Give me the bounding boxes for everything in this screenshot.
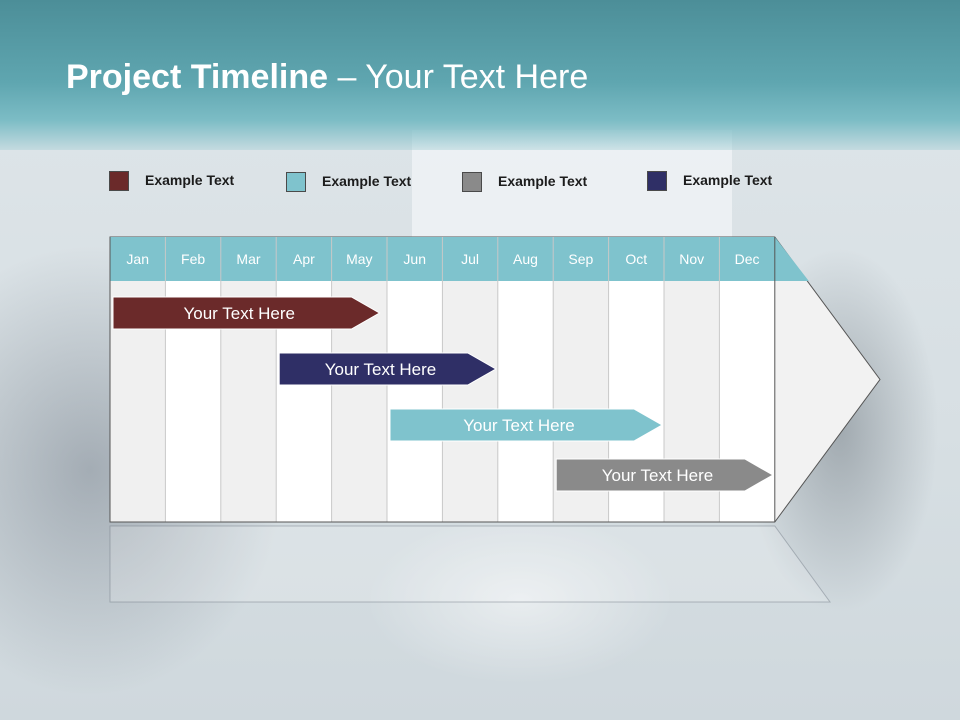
title-rest: – Your Text Here [328, 58, 589, 96]
month-label: Sep [568, 251, 594, 267]
month-label: Jan [126, 251, 149, 267]
legend-swatch [286, 172, 306, 192]
task-bar [389, 408, 664, 442]
task-label: Your Text Here [324, 360, 437, 379]
legend-swatch [647, 171, 667, 191]
month-label: Apr [292, 251, 315, 267]
legend-swatch [109, 171, 129, 191]
legend-label: Example Text [498, 173, 588, 189]
timeline-reflection [109, 525, 831, 603]
month-header-strip [110, 237, 809, 281]
task-label: Your Text Here [463, 416, 575, 435]
month-column [387, 281, 443, 522]
month-label: Nov [679, 251, 705, 267]
month-label: Jun [403, 251, 426, 267]
task-bar [555, 458, 774, 492]
month-column [497, 281, 554, 522]
month-label: Feb [181, 251, 206, 267]
legend-label: Example Text [683, 172, 773, 188]
legend-label: Example Text [322, 173, 412, 189]
month-column [442, 281, 498, 522]
legend-swatch [462, 172, 482, 192]
task-bar [112, 296, 381, 330]
month-label: Oct [625, 251, 648, 267]
month-label: Aug [513, 251, 538, 267]
legend-label: Example Text [145, 172, 235, 188]
task-label: Your Text Here [601, 466, 714, 485]
task-bar [278, 352, 497, 386]
page-title: Project Timeline – Your Text Here [66, 58, 588, 97]
month-label: Dec [734, 251, 760, 267]
month-label: Jul [461, 251, 480, 267]
month-label: Mar [236, 251, 261, 267]
title-bold: Project Timeline [66, 58, 329, 96]
month-label: May [346, 251, 373, 267]
header-band [0, 0, 960, 150]
task-label: Your Text Here [183, 304, 295, 323]
